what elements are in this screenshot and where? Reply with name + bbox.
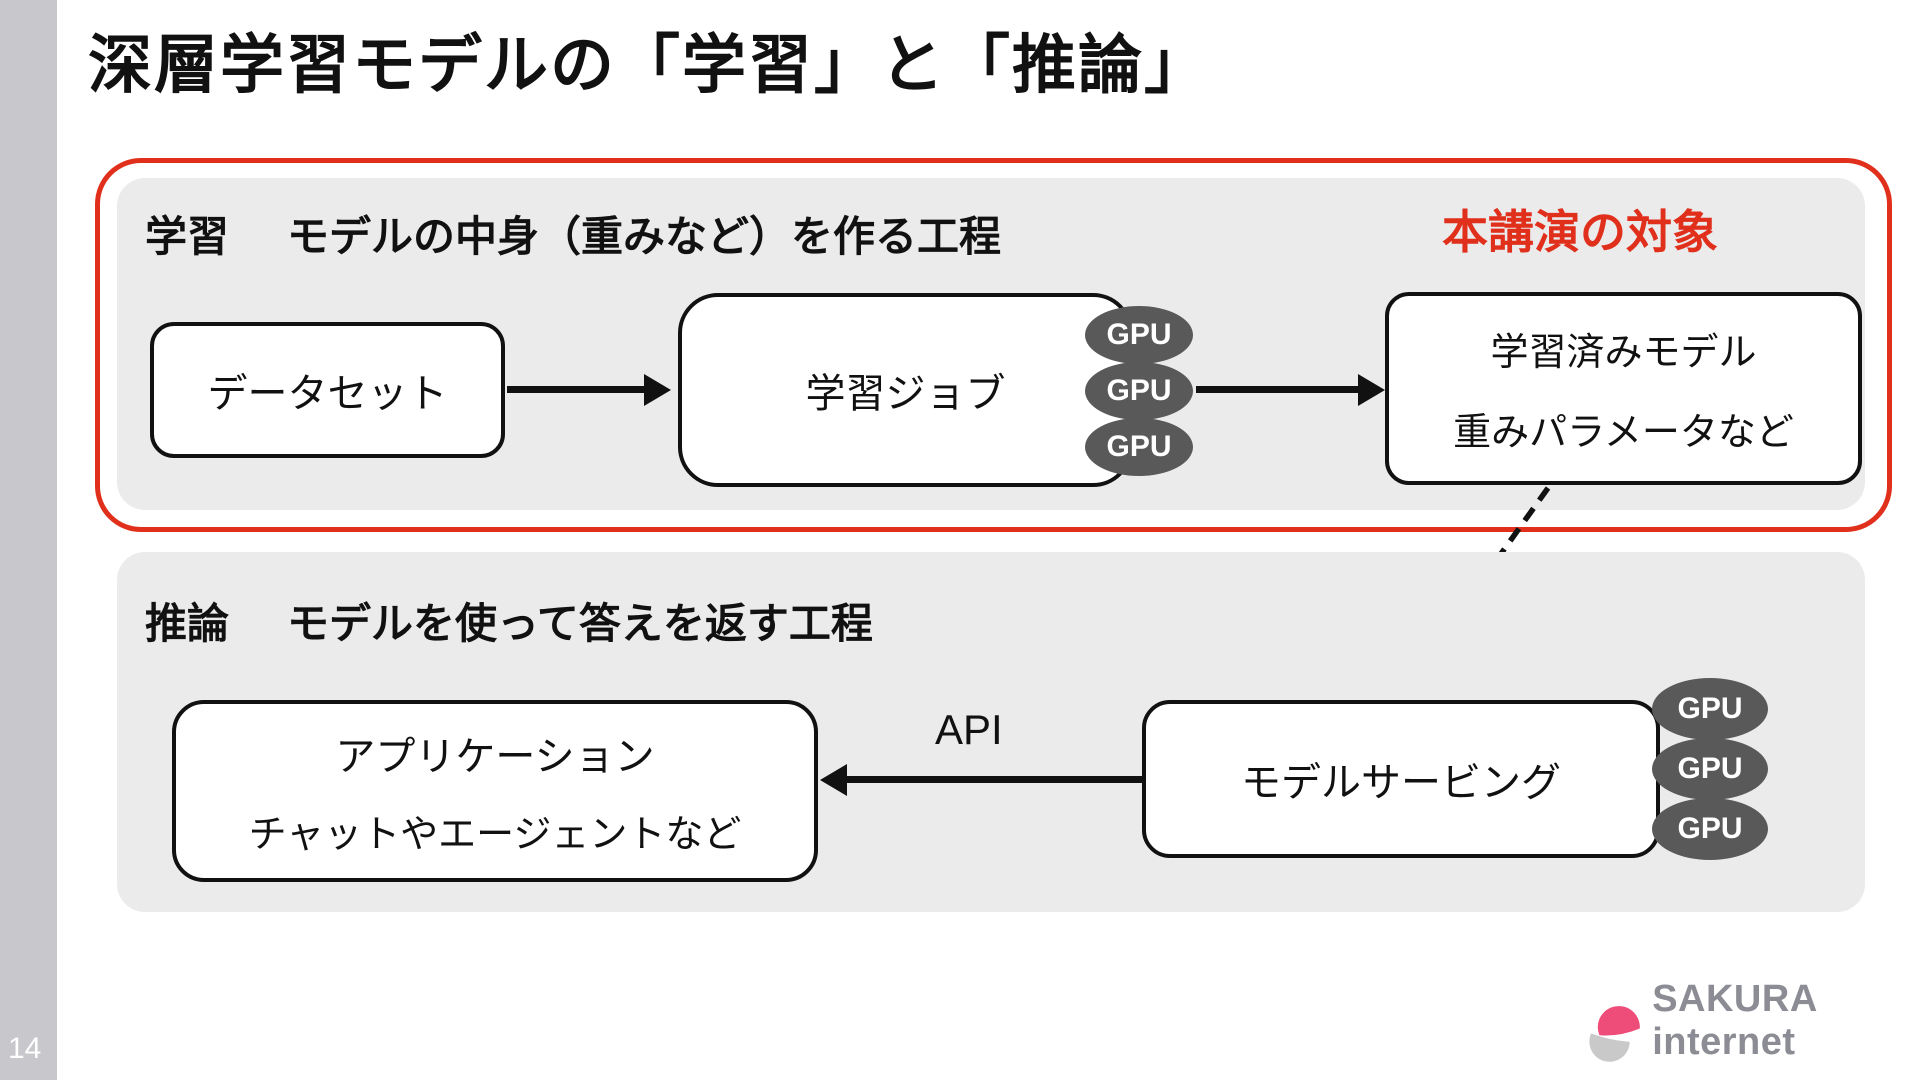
trainingjob-to-model-arrow	[1196, 386, 1361, 393]
model-serving-node: モデルサービング	[1142, 700, 1660, 858]
api-label: API	[935, 706, 1003, 753]
inference-section-heading: 推論 モデルを使って答えを返す工程	[145, 590, 873, 651]
trained-model-line2: 重みパラメータなど	[1453, 412, 1794, 454]
training-heading-term: 学習	[145, 213, 230, 260]
left-edge-strip	[0, 0, 57, 1080]
logo-petal-gray	[1589, 1033, 1630, 1062]
trained-model-line1: 学習済みモデル	[1490, 332, 1757, 374]
sakura-logo-mark-icon	[1589, 1006, 1640, 1062]
trainingjob-to-model-arrowhead-icon	[1358, 374, 1385, 406]
gpu-badge-icon: GPU	[1085, 418, 1193, 476]
page-number: 14	[8, 1032, 42, 1065]
dataset-label: データセット	[207, 372, 448, 416]
trained-model-node: 学習済みモデル 重みパラメータなど	[1385, 292, 1862, 485]
training-section-heading: 学習 モデルの中身（重みなど）を作る工程	[145, 203, 1001, 264]
application-line2: チャットやエージェントなど	[248, 813, 742, 856]
logo-petal-pink	[1597, 1006, 1640, 1036]
sakura-internet-logo: SAKURA internet	[1586, 978, 1920, 1064]
inference-heading-term: 推論	[145, 600, 230, 647]
logo-text: SAKURA internet	[1652, 978, 1817, 1063]
gpu-badge-icon: GPU	[1652, 738, 1768, 800]
serving-to-application-arrowhead-icon	[820, 764, 847, 796]
dataset-to-trainingjob-arrow	[507, 386, 647, 393]
serving-to-application-arrow	[846, 776, 1143, 783]
gpu-badge-icon: GPU	[1652, 798, 1768, 860]
slide-title: 深層学習モデルの「学習」と「推論」	[88, 29, 1210, 101]
training-job-node: 学習ジョブ	[678, 293, 1133, 487]
dataset-to-trainingjob-arrowhead-icon	[644, 374, 671, 406]
training-heading-desc: モデルの中身（重みなど）を作る工程	[287, 213, 1002, 260]
training-job-label: 学習ジョブ	[805, 372, 1006, 416]
talk-scope-label: 本講演の対象	[1442, 206, 1718, 258]
gpu-badge-icon: GPU	[1085, 306, 1193, 364]
gpu-badge-icon: GPU	[1085, 362, 1193, 420]
inference-heading-desc: モデルを使って答えを返す工程	[287, 600, 873, 647]
gpu-badge-icon: GPU	[1652, 678, 1768, 740]
training-section-highlight-outline	[95, 158, 1892, 532]
application-line1: アプリケーション	[335, 735, 655, 780]
dataset-node: データセット	[150, 322, 505, 458]
model-serving-label: モデルサービング	[1241, 761, 1561, 805]
application-node: アプリケーション チャットやエージェントなど	[172, 700, 818, 882]
